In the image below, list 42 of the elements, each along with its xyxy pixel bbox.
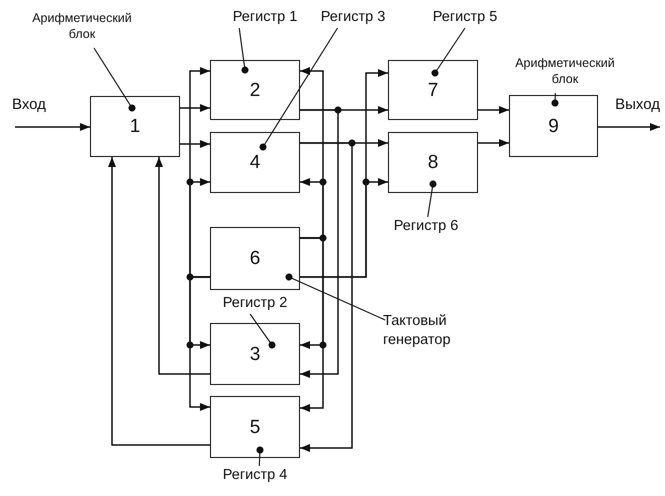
callout-label: Тактовый генератор xyxy=(383,312,452,350)
block: 8 xyxy=(388,132,478,193)
leader-line xyxy=(260,28,338,150)
leader-line xyxy=(256,446,264,466)
callout-label: Регистр 3 xyxy=(320,8,386,27)
arrow xyxy=(478,139,509,147)
edge-label: Вход xyxy=(12,97,46,112)
callout-label: Регистр 1 xyxy=(232,8,298,27)
arrow xyxy=(15,123,90,131)
block: 2 xyxy=(210,60,300,120)
leader-line xyxy=(552,92,558,106)
arrow xyxy=(478,106,509,114)
leader-line xyxy=(238,28,248,74)
callout-label: Регистр 6 xyxy=(394,217,458,236)
callout-label: Арифметический блок xyxy=(514,55,616,88)
edge-label: Выход xyxy=(615,97,660,112)
arrow xyxy=(180,140,210,148)
block: 4 xyxy=(210,132,300,193)
arrow xyxy=(180,104,210,112)
leader-line xyxy=(250,314,276,348)
arrow xyxy=(300,178,388,278)
callout-label: Регистр 4 xyxy=(222,466,288,485)
block: 5 xyxy=(210,396,300,458)
leader-line xyxy=(432,28,466,76)
arrow xyxy=(189,276,210,411)
callout-label: Регистр 2 xyxy=(222,294,288,313)
leader-line xyxy=(94,48,136,112)
leader-line xyxy=(427,180,436,218)
callout-label: Арифметический блок xyxy=(31,10,133,44)
arrow xyxy=(598,123,660,131)
leader-line xyxy=(286,274,386,320)
block: 7 xyxy=(388,60,478,120)
block: 9 xyxy=(509,95,598,157)
block: 1 xyxy=(90,96,180,157)
callout-label: Регистр 5 xyxy=(432,8,498,27)
block: 6 xyxy=(210,227,300,290)
arrow xyxy=(300,142,353,452)
arrow xyxy=(108,157,210,446)
block: 3 xyxy=(210,323,300,385)
arrow xyxy=(300,237,324,412)
arrow xyxy=(300,109,339,378)
arrow xyxy=(155,157,210,375)
